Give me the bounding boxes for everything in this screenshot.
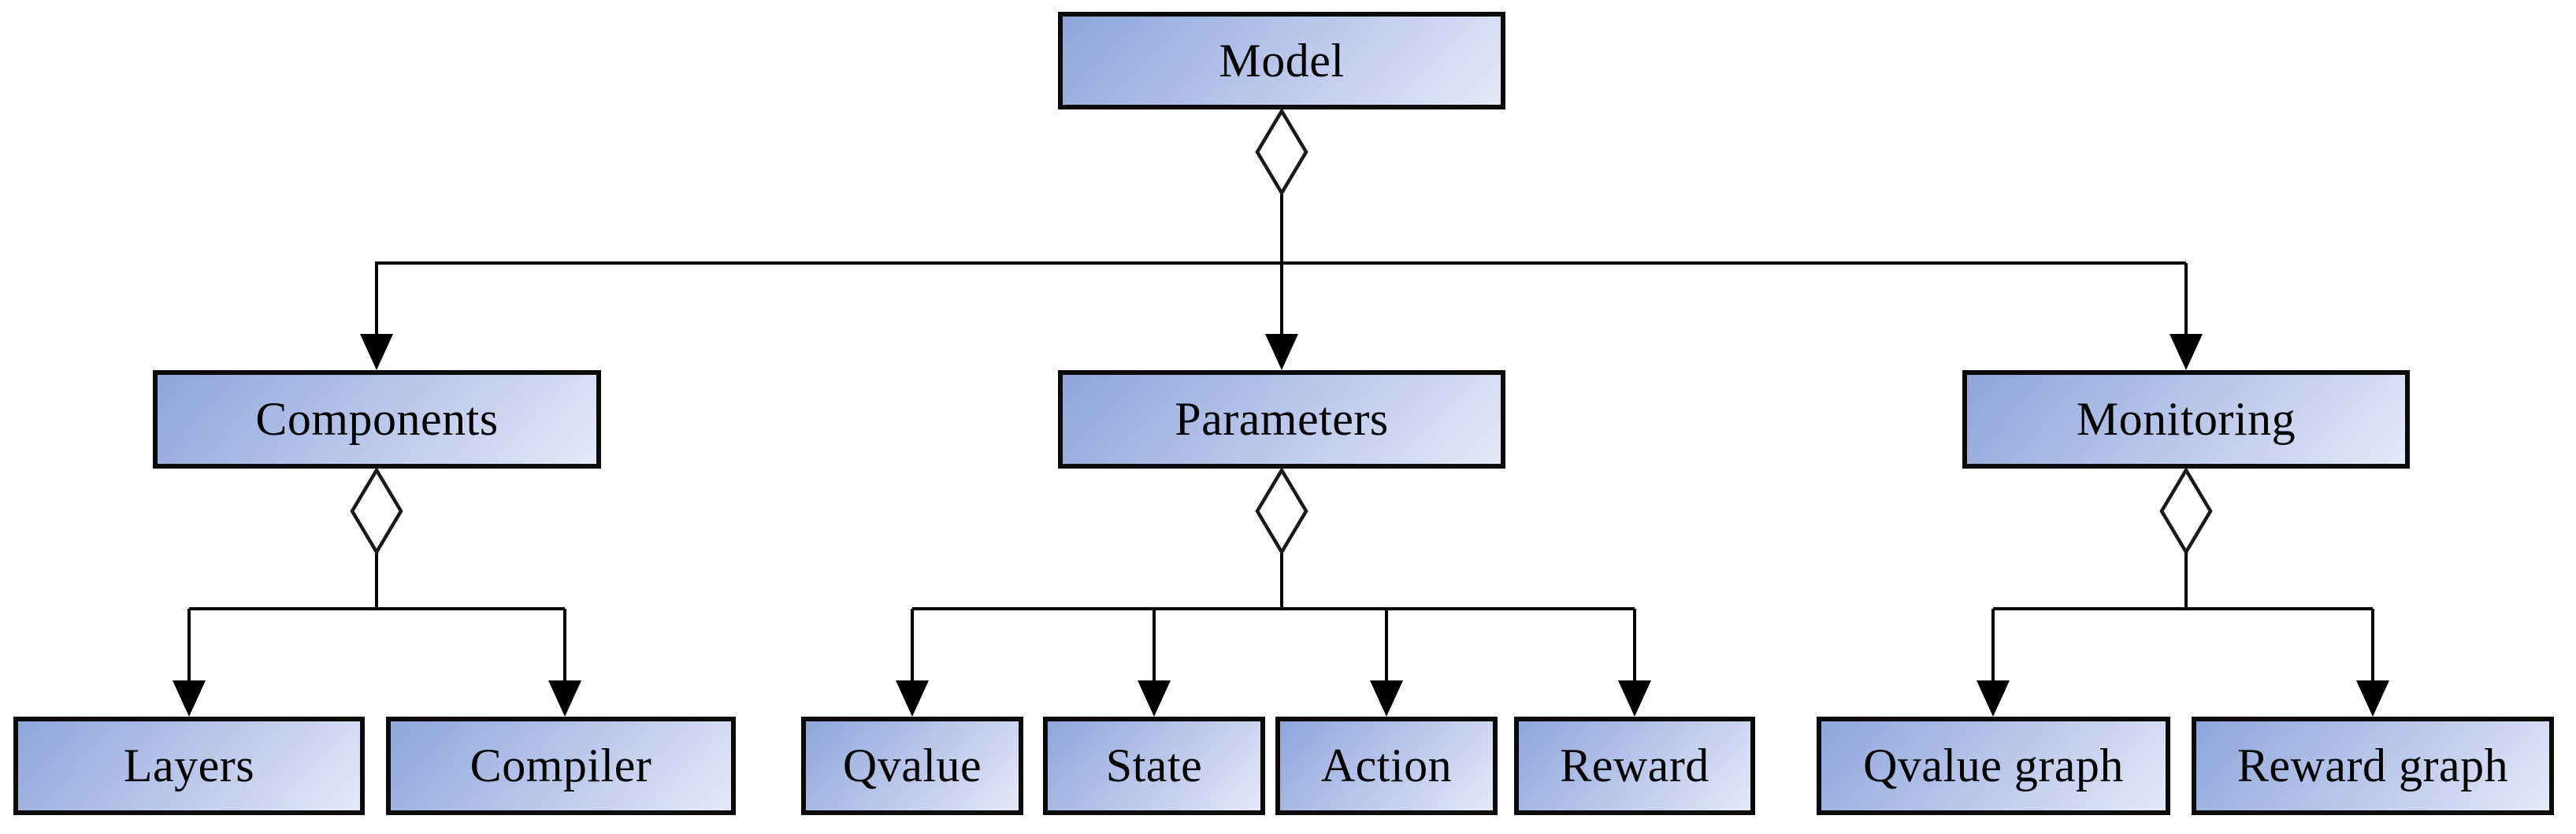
aggregation-diamond-icon-parameters xyxy=(1255,466,1308,556)
node-model: Model xyxy=(1058,12,1505,109)
node-qvalue: Qvalue xyxy=(801,717,1023,815)
arrowhead-icon xyxy=(548,680,581,717)
arrowhead-icon xyxy=(2170,334,2203,370)
connector-line xyxy=(187,552,566,687)
arrowhead-icon xyxy=(1370,680,1403,717)
node-components: Components xyxy=(153,370,601,469)
node-monitoring: Monitoring xyxy=(1962,370,2410,469)
node-layers: Layers xyxy=(13,717,365,815)
connector-model-to-children xyxy=(360,193,2203,370)
node-components-label: Components xyxy=(255,393,499,445)
connector-line xyxy=(1991,552,2374,687)
node-parameters: Parameters xyxy=(1058,370,1505,469)
arrowhead-icon xyxy=(173,680,206,717)
arrowhead-icon xyxy=(360,334,393,370)
node-qvalue-graph: Qvalue graph xyxy=(1817,717,2170,815)
node-action-label: Action xyxy=(1320,739,1453,791)
node-reward: Reward xyxy=(1514,717,1755,815)
aggregation-diamond-icon-model xyxy=(1255,107,1308,197)
connector-line xyxy=(375,193,2188,340)
node-monitoring-label: Monitoring xyxy=(2076,393,2296,445)
node-reward-graph: Reward graph xyxy=(2192,717,2554,815)
node-qvalue-label: Qvalue xyxy=(842,739,982,791)
connector-components-to-children xyxy=(173,552,581,717)
node-state-label: State xyxy=(1105,739,1203,791)
node-state: State xyxy=(1043,717,1265,815)
node-compiler-label: Compiler xyxy=(470,739,652,791)
node-reward-graph-label: Reward graph xyxy=(2236,739,2509,791)
aggregation-diamond-icon-components xyxy=(350,466,403,556)
node-parameters-label: Parameters xyxy=(1175,393,1389,445)
arrowhead-icon xyxy=(1265,334,1298,370)
arrowhead-icon xyxy=(896,680,929,717)
arrowhead-icon xyxy=(2356,680,2389,717)
arrowhead-icon xyxy=(1618,680,1651,717)
connector-monitoring-to-children xyxy=(1977,552,2389,717)
node-action: Action xyxy=(1275,717,1498,815)
arrowhead-icon xyxy=(1977,680,2010,717)
node-qvalue-graph-label: Qvalue graph xyxy=(1863,739,2124,791)
node-compiler: Compiler xyxy=(386,717,736,815)
node-reward-label: Reward xyxy=(1560,739,1709,791)
aggregation-diamond-icon-monitoring xyxy=(2159,466,2213,556)
node-model-label: Model xyxy=(1219,34,1345,87)
arrowhead-icon xyxy=(1138,680,1171,717)
node-layers-label: Layers xyxy=(123,739,255,791)
connector-parameters-to-children xyxy=(896,552,1651,717)
connector-line xyxy=(911,552,1636,687)
